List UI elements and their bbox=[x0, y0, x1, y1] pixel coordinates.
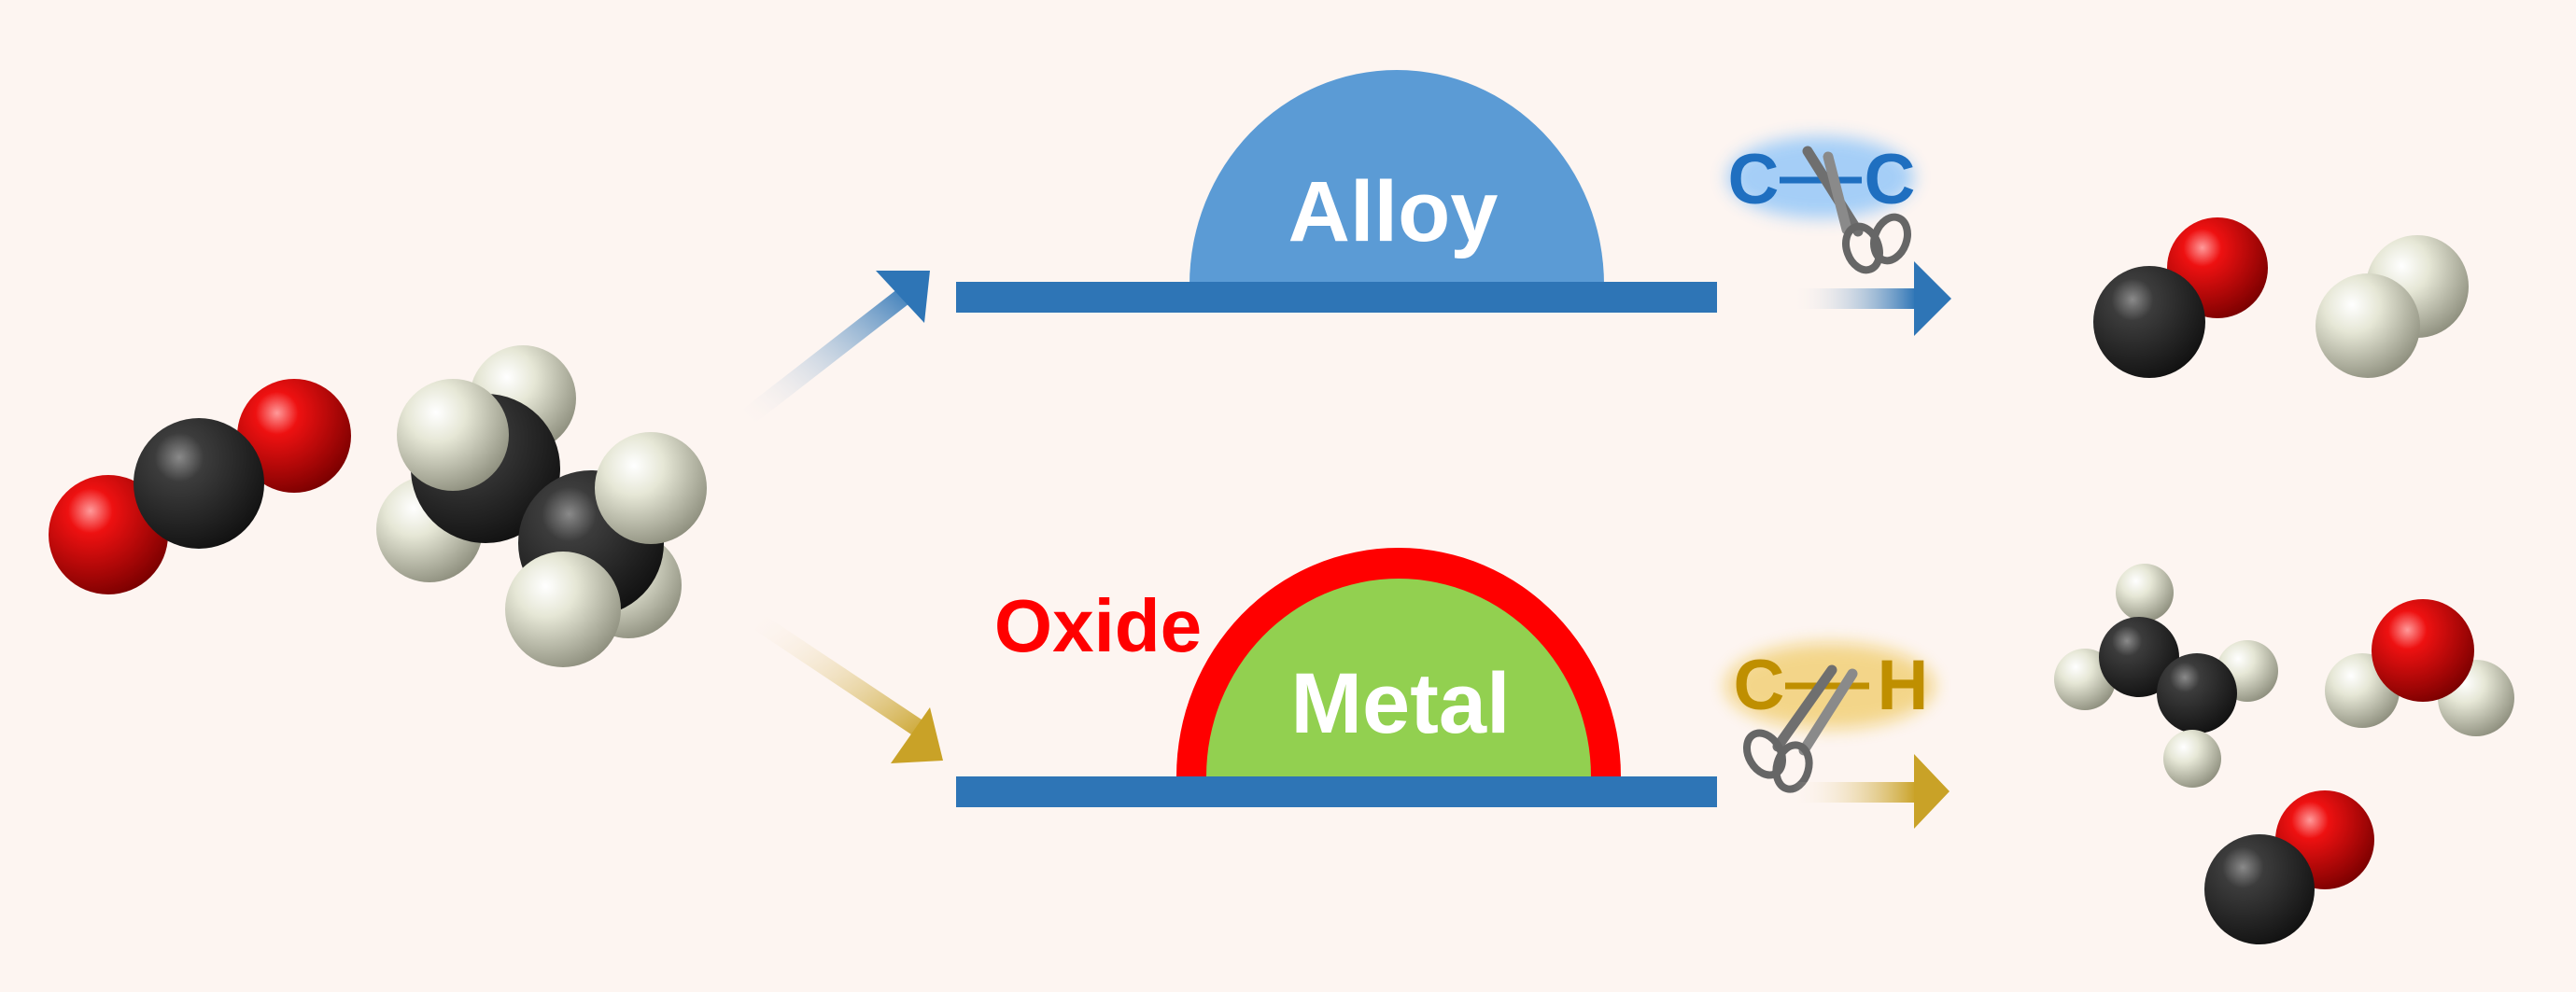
metal-core bbox=[1206, 579, 1591, 776]
co-product-molecule bbox=[2093, 217, 2268, 378]
alloy-label: Alloy bbox=[1288, 164, 1499, 259]
metal-label: Metal bbox=[1290, 656, 1510, 751]
cc-right-atom: C bbox=[1865, 140, 1916, 219]
co2-molecule bbox=[49, 379, 351, 594]
arrow-metal-products bbox=[1793, 754, 1950, 829]
metal-support bbox=[956, 776, 1717, 807]
ch-right-atom: H bbox=[1878, 646, 1929, 725]
scissors-icon bbox=[1743, 664, 1858, 793]
ethylene-product-molecule bbox=[2054, 564, 2278, 788]
arrow-to-metal bbox=[754, 615, 943, 763]
ch-bond-cleavage: C H bbox=[1725, 643, 1935, 793]
metal-oxide-catalyst: Metal Oxide bbox=[956, 548, 1717, 807]
ch-left-atom: C bbox=[1734, 646, 1785, 725]
ethane-molecule bbox=[376, 345, 707, 667]
arrow-alloy-products bbox=[1793, 261, 1951, 336]
alloy-support bbox=[956, 282, 1717, 313]
oxide-label: Oxide bbox=[994, 584, 1202, 667]
h2-product-molecule bbox=[2316, 235, 2469, 378]
arrow-to-alloy bbox=[743, 271, 930, 424]
cc-bond-cleavage: C C bbox=[1727, 136, 1915, 274]
cc-left-atom: C bbox=[1728, 140, 1780, 219]
scissors-icon bbox=[1802, 146, 1911, 274]
co-product-molecule-2 bbox=[2204, 790, 2374, 944]
alloy-catalyst: Alloy bbox=[956, 70, 1717, 313]
water-product-molecule bbox=[2325, 599, 2514, 736]
